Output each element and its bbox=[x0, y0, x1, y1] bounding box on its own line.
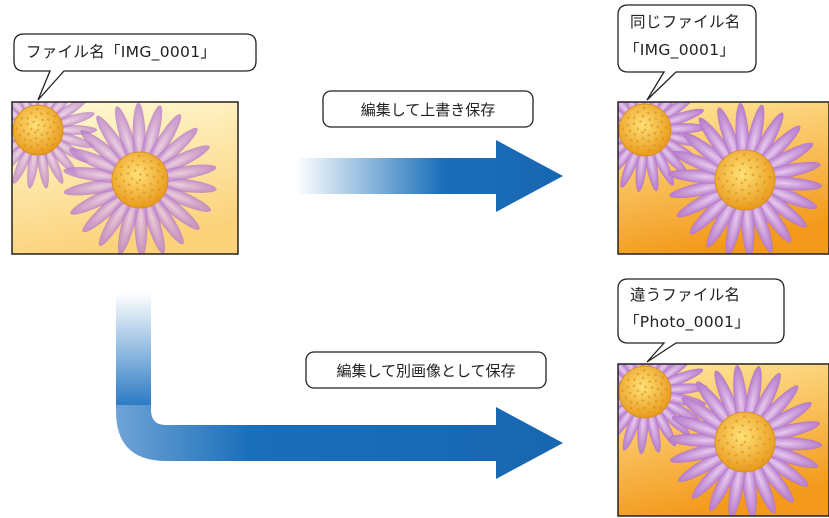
original-callout-text: ファイル名「IMG_0001」 bbox=[26, 43, 217, 61]
overwrite-callout-line1: 同じファイル名 bbox=[630, 13, 741, 31]
save-as-new-callout-line1: 違うファイル名 bbox=[630, 286, 741, 304]
original-callout bbox=[13, 33, 257, 101]
daisy-flower bbox=[63, 102, 217, 254]
original-photo bbox=[11, 101, 239, 255]
overwrite-step-label: 編集して上書き保存 bbox=[360, 101, 496, 119]
save-as-new-step-box bbox=[305, 351, 547, 389]
daisy-flower bbox=[667, 102, 823, 254]
save-as-new-callout bbox=[617, 278, 785, 363]
save-as-new-photo bbox=[617, 363, 829, 517]
overwrite-step-box bbox=[322, 90, 534, 128]
overwrite-arrow bbox=[296, 140, 563, 212]
daisy-flower bbox=[667, 365, 823, 516]
save-as-new-callout-line2: 「Photo_0001」 bbox=[624, 313, 751, 331]
save-as-new-step-label: 編集して別画像として保存 bbox=[336, 362, 516, 380]
daisy-flower bbox=[618, 102, 708, 193]
save-as-new-arrow bbox=[116, 293, 563, 479]
overwrite-callout bbox=[617, 4, 757, 101]
overwrite-photo bbox=[617, 101, 829, 255]
overwrite-callout-line2: 「IMG_0001」 bbox=[624, 41, 736, 59]
